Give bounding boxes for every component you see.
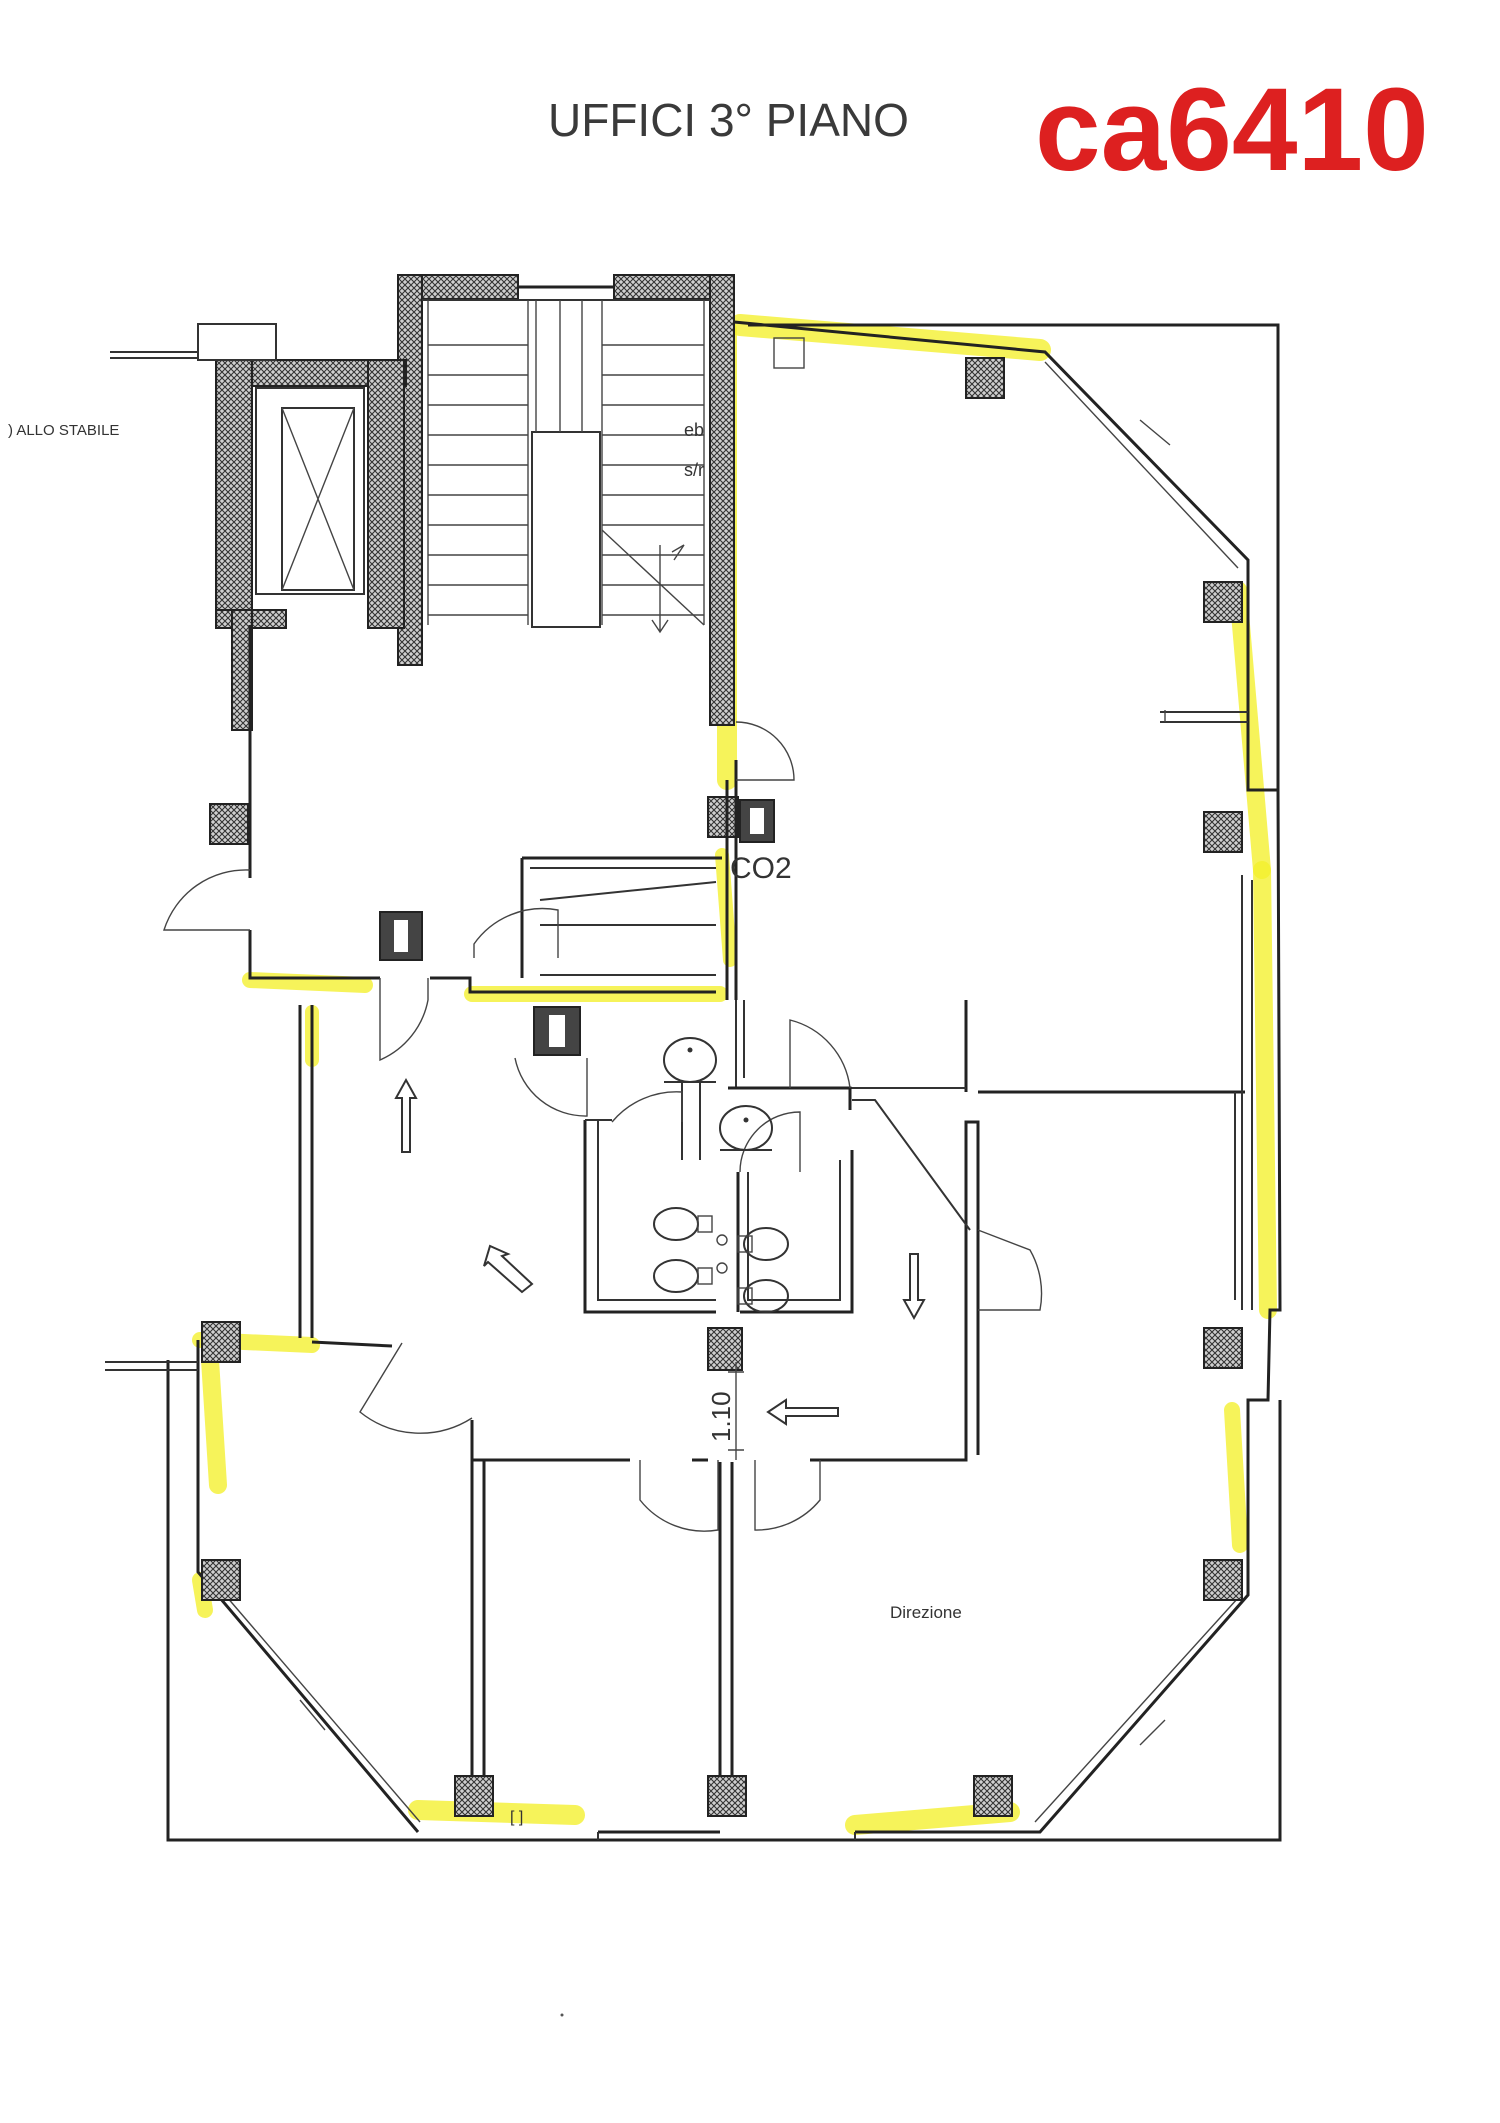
- interior-walls: [248, 625, 1253, 1775]
- stair-note-1: eb: [684, 420, 704, 440]
- doors: [163, 721, 1043, 1532]
- plan-code: ca6410: [1035, 64, 1429, 196]
- fire-extinguisher-icon: [533, 1006, 581, 1056]
- stairs-icon: [427, 300, 705, 634]
- detail-marks: [560, 337, 1166, 2017]
- co2-label: CO2: [730, 852, 792, 885]
- direction-arrow-icon: [394, 1077, 926, 1426]
- sink-icon: [719, 1105, 773, 1151]
- small-mark: [ ]: [510, 1809, 523, 1826]
- elevator-shaft: [110, 323, 407, 731]
- stair-note-2: s/r: [684, 460, 704, 480]
- elevator-icon: [255, 387, 365, 595]
- sink-icon: [663, 1037, 717, 1083]
- outer-walls: [105, 320, 1282, 1842]
- stair-core: [397, 274, 735, 726]
- dimension-line: [728, 1362, 744, 1460]
- fire-extinguisher-icon: [739, 799, 775, 843]
- toilet-block: [583, 1080, 971, 1314]
- bidet-icon: [716, 1227, 789, 1313]
- room-label-direzione: Direzione: [890, 1603, 962, 1622]
- plan-title: UFFICI 3° PIANO: [548, 94, 909, 146]
- access-label: ) ALLO STABILE: [8, 422, 119, 439]
- pillar-icon: [201, 357, 1243, 1817]
- fire-extinguisher-icon: [379, 911, 423, 961]
- dimension-label: 1.10: [706, 1391, 736, 1442]
- toilet-icon: [653, 1207, 713, 1293]
